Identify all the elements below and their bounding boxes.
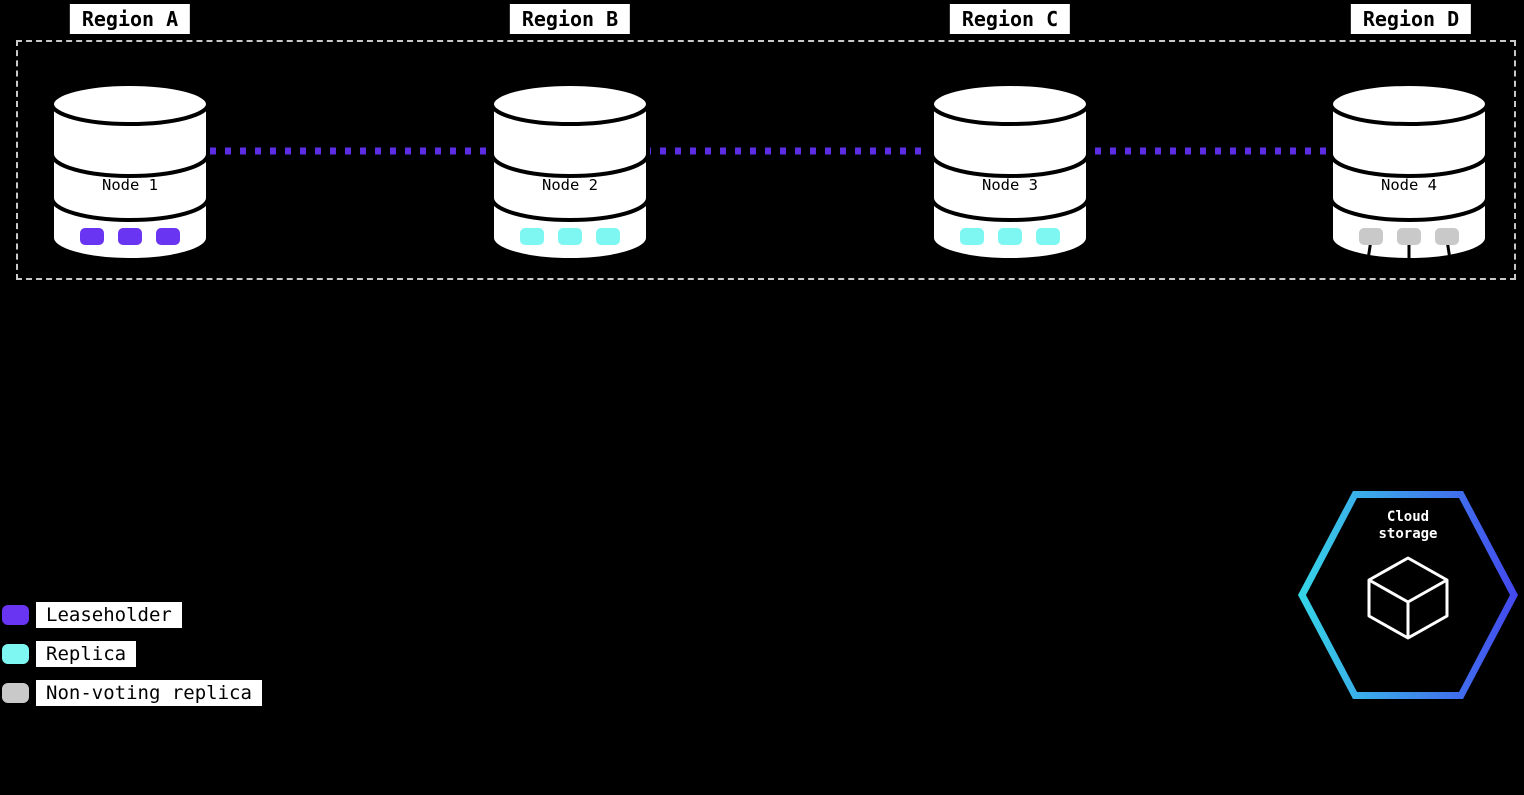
replica-square bbox=[998, 228, 1022, 245]
leaseholder-square bbox=[118, 228, 142, 245]
legend: Leaseholder Replica Non-voting replica bbox=[2, 601, 262, 718]
legend-label-replica: Replica bbox=[36, 641, 137, 667]
replica-square bbox=[596, 228, 620, 245]
replication-link-line bbox=[120, 147, 1415, 155]
database-cylinder-icon bbox=[930, 82, 1090, 262]
legend-label-non-voting-replica: Non-voting replica bbox=[36, 680, 262, 706]
leaseholder-swatch bbox=[2, 605, 29, 625]
replica-square bbox=[520, 228, 544, 245]
non-voting-replica-square bbox=[1435, 228, 1459, 245]
legend-label-leaseholder: Leaseholder bbox=[36, 602, 182, 628]
node-2-label: Node 2 bbox=[542, 176, 598, 194]
replica-square bbox=[1036, 228, 1060, 245]
replica-square bbox=[960, 228, 984, 245]
database-cylinder-icon bbox=[1329, 82, 1489, 266]
leaseholder-square bbox=[80, 228, 104, 245]
cloud-storage-label: Cloud storage bbox=[1378, 509, 1438, 542]
hexagon-border bbox=[1298, 491, 1518, 699]
legend-item-replica: Replica bbox=[2, 640, 262, 668]
database-cylinder-icon bbox=[490, 82, 650, 262]
cluster-boundary-box bbox=[16, 40, 1516, 280]
node-2-cylinder: Node 2 bbox=[488, 80, 652, 266]
non-voting-replica-swatch bbox=[2, 683, 29, 703]
cloud-storage-hexagon: Cloud storage bbox=[1298, 491, 1518, 699]
replica-square bbox=[558, 228, 582, 245]
non-voting-replica-square bbox=[1359, 228, 1383, 245]
node-1-cylinder: Node 1 bbox=[48, 80, 212, 266]
node-4-cylinder: Node 4 bbox=[1327, 80, 1491, 266]
non-voting-replica-square bbox=[1397, 228, 1421, 245]
database-cylinder-icon bbox=[50, 82, 210, 262]
leaseholder-square bbox=[156, 228, 180, 245]
cube-icon bbox=[1367, 556, 1449, 640]
region-label-c: Region C bbox=[949, 4, 1071, 34]
region-label-b: Region B bbox=[509, 4, 631, 34]
region-label-d: Region D bbox=[1350, 4, 1472, 34]
legend-item-leaseholder: Leaseholder bbox=[2, 601, 262, 629]
legend-item-non-voting-replica: Non-voting replica bbox=[2, 679, 262, 707]
region-label-a: Region A bbox=[69, 4, 191, 34]
node-3-label: Node 3 bbox=[982, 176, 1038, 194]
node-4-label: Node 4 bbox=[1381, 176, 1437, 194]
node-3-cylinder: Node 3 bbox=[928, 80, 1092, 266]
node-1-label: Node 1 bbox=[102, 176, 158, 194]
replica-swatch bbox=[2, 644, 29, 664]
